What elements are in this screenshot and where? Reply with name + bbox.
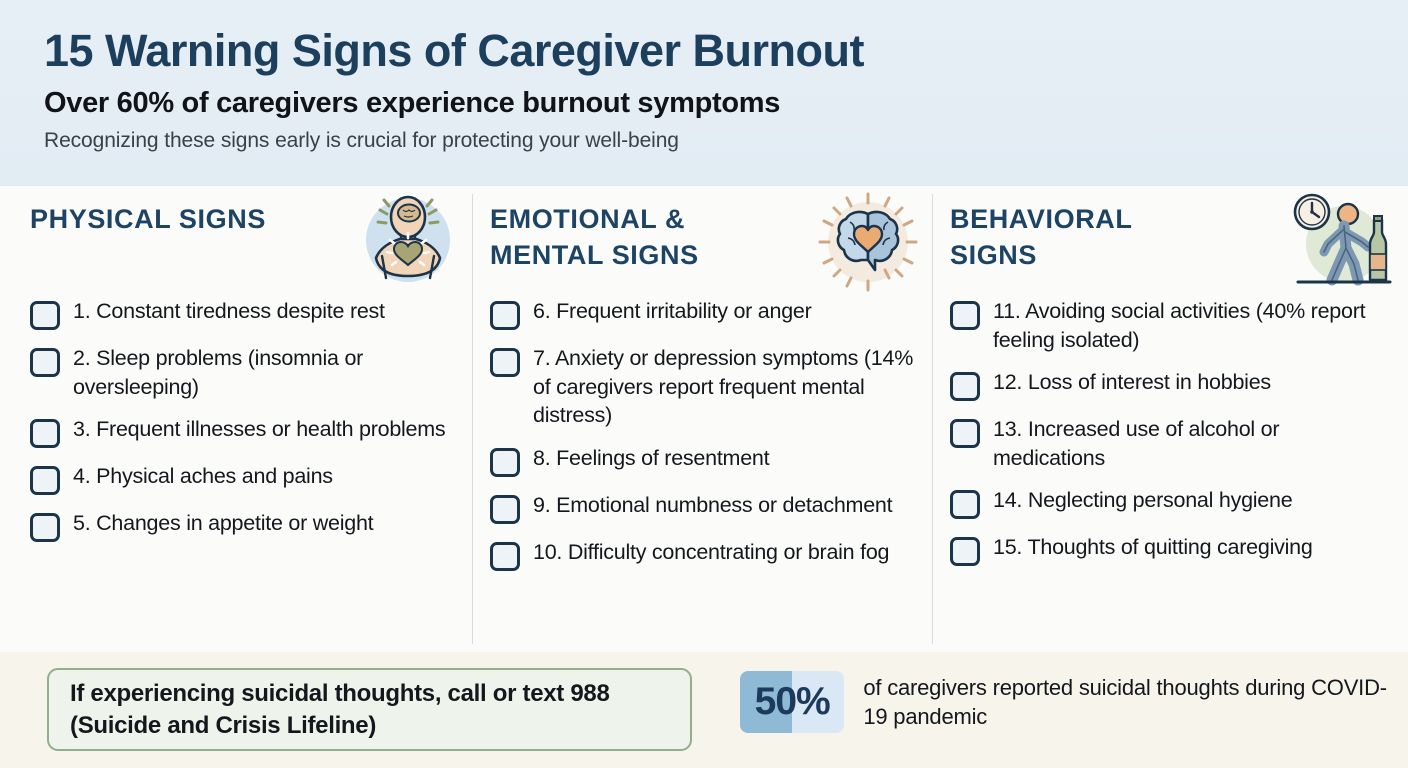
columns-section: PHYSICAL SIGNS xyxy=(0,186,1408,652)
checkbox[interactable] xyxy=(490,494,520,524)
walking-person-clock-bottle-icon xyxy=(1286,190,1392,294)
stat-value: 50% xyxy=(754,680,831,723)
checkbox[interactable] xyxy=(30,466,60,496)
page-title: 15 Warning Signs of Caregiver Burnout xyxy=(44,25,864,76)
checklist-emotional: 6. Frequent irritability or anger 7. Anx… xyxy=(490,296,926,571)
column-divider-1 xyxy=(472,194,473,644)
checklist-physical: 1. Constant tiredness despite rest 2. Sl… xyxy=(30,296,466,543)
column-title: PHYSICAL SIGNS xyxy=(30,204,266,234)
checkbox[interactable] xyxy=(950,419,980,449)
checkbox[interactable] xyxy=(490,348,520,377)
list-item[interactable]: 15. Thoughts of quitting caregiving xyxy=(950,532,1390,567)
body-brain-heart-icon xyxy=(356,190,460,294)
list-item[interactable]: 8. Feelings of resentment xyxy=(490,443,926,477)
list-item-label: 6. Frequent irritability or anger xyxy=(533,299,812,323)
checkbox[interactable] xyxy=(30,301,60,330)
list-item[interactable]: 11. Avoiding social activities (40% repo… xyxy=(950,296,1390,354)
column-header: EMOTIONAL & MENTAL SIGNS xyxy=(490,186,926,292)
column-behavioral-signs: BEHAVIORAL SIGNS xyxy=(950,186,1392,652)
list-item-label: 1. Constant tiredness despite rest xyxy=(73,299,385,323)
checkbox[interactable] xyxy=(490,541,520,571)
checkbox[interactable] xyxy=(30,513,60,543)
list-item[interactable]: 14. Neglecting personal hygiene xyxy=(950,485,1390,520)
checkbox[interactable] xyxy=(30,348,60,377)
column-physical-signs: PHYSICAL SIGNS xyxy=(30,186,466,652)
crisis-callout-box: If experiencing suicidal thoughts, call … xyxy=(47,668,692,751)
column-header: BEHAVIORAL SIGNS xyxy=(950,186,1392,290)
checkbox[interactable] xyxy=(30,419,60,449)
column-emotional-mental-signs: EMOTIONAL & MENTAL SIGNS xyxy=(490,186,926,652)
list-item-label: 9. Emotional numbness or detachment xyxy=(533,492,893,517)
header-banner: 15 Warning Signs of Caregiver Burnout Ov… xyxy=(0,0,1408,186)
list-item[interactable]: 9. Emotional numbness or detachment xyxy=(490,490,926,524)
list-item-label: 15. Thoughts of quitting caregiving xyxy=(993,535,1313,560)
list-item[interactable]: 4. Physical aches and pains xyxy=(30,461,466,496)
list-item-label: 4. Physical aches and pains xyxy=(73,464,333,489)
list-item-label: 2. Sleep problems (insomnia or oversleep… xyxy=(73,346,364,399)
list-item[interactable]: 13. Increased use of alcohol or medicati… xyxy=(950,414,1390,472)
list-item[interactable]: 7. Anxiety or depression symptoms (14% o… xyxy=(490,343,926,430)
list-item-label: 8. Feelings of resentment xyxy=(533,445,770,470)
list-item[interactable]: 12. Loss of interest in hobbies xyxy=(950,367,1390,402)
column-title: BEHAVIORAL SIGNS xyxy=(950,204,1133,270)
column-divider-2 xyxy=(932,194,933,644)
checkbox[interactable] xyxy=(490,301,520,330)
checklist-behavioral: 11. Avoiding social activities (40% repo… xyxy=(950,296,1390,567)
stat-block: 50% of caregivers reported suicidal thou… xyxy=(740,671,1408,733)
list-item[interactable]: 3. Frequent illnesses or health problems xyxy=(30,414,466,449)
list-item[interactable]: 6. Frequent irritability or anger xyxy=(490,296,926,330)
footer-section: If experiencing suicidal thoughts, call … xyxy=(0,652,1408,768)
list-item-label: 10. Difficulty concentrating or brain fo… xyxy=(533,539,890,564)
list-item-label: 5. Changes in appetite or weight xyxy=(73,511,374,536)
brain-heart-icon xyxy=(816,190,920,294)
list-item[interactable]: 1. Constant tiredness despite rest xyxy=(30,296,466,330)
page-tagline: Recognizing these signs early is crucial… xyxy=(44,128,679,152)
list-item-label: 7. Anxiety or depression symptoms (14% o… xyxy=(533,346,914,428)
checkbox[interactable] xyxy=(950,301,980,330)
list-item-label: 14. Neglecting personal hygiene xyxy=(993,488,1293,513)
crisis-callout-text: If experiencing suicidal thoughts, call … xyxy=(70,680,610,739)
checkbox[interactable] xyxy=(950,372,980,402)
list-item[interactable]: 10. Difficulty concentrating or brain fo… xyxy=(490,537,926,571)
column-title: EMOTIONAL & MENTAL SIGNS xyxy=(490,204,699,270)
list-item[interactable]: 5. Changes in appetite or weight xyxy=(30,508,466,543)
checkbox[interactable] xyxy=(950,490,980,520)
column-header: PHYSICAL SIGNS xyxy=(30,186,466,290)
stat-badge: 50% xyxy=(740,671,845,733)
checkbox[interactable] xyxy=(950,537,980,567)
list-item-label: 11. Avoiding social activities (40% repo… xyxy=(993,299,1366,352)
checkbox[interactable] xyxy=(490,447,520,477)
list-item-label: 12. Loss of interest in hobbies xyxy=(993,370,1271,395)
page-subtitle: Over 60% of caregivers experience burnou… xyxy=(44,86,781,119)
list-item[interactable]: 2. Sleep problems (insomnia or oversleep… xyxy=(30,343,466,401)
list-item-label: 3. Frequent illnesses or health problems xyxy=(73,417,446,442)
stat-caption: of caregivers reported suicidal thoughts… xyxy=(863,674,1387,729)
list-item-label: 13. Increased use of alcohol or medicati… xyxy=(993,417,1280,470)
